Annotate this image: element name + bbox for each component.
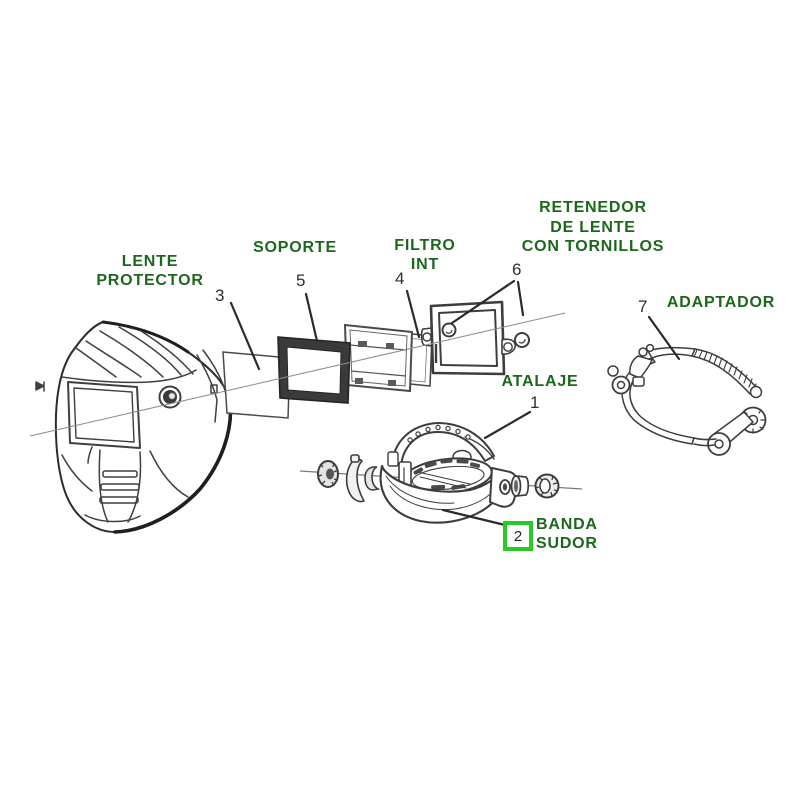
part-number-3: 3 <box>215 286 225 305</box>
label-adaptador: ADAPTADOR <box>666 294 776 311</box>
label-banda-sudor: BANDA SUDOR <box>536 516 598 552</box>
label-soporte: SOPORTE <box>253 239 337 256</box>
headgear-left-bracket <box>345 454 365 503</box>
part-number-6: 6 <box>512 260 522 279</box>
retenedor-frame <box>420 300 516 376</box>
label-lente-protector: LENTE PROTECTOR <box>96 253 204 289</box>
label-atalaje: ATALAJE <box>501 373 579 390</box>
soporte-back-frame <box>343 323 414 393</box>
loose-screw <box>514 332 530 348</box>
headgear-body <box>379 422 525 524</box>
helmet-drawing <box>35 320 233 534</box>
leader-lines <box>229 279 681 527</box>
headgear-right-knob <box>534 473 560 499</box>
headgear-bushing <box>510 475 530 497</box>
lente-protector-sheet <box>222 351 291 419</box>
part-number-1: 1 <box>530 393 540 412</box>
lens-axis-line <box>29 312 566 437</box>
part-number-2: 2 <box>513 527 523 545</box>
highlighted-part-box[interactable]: 2 <box>503 521 533 551</box>
adaptador-drawing <box>607 343 767 456</box>
part-number-7: 7 <box>638 297 648 316</box>
headgear-c-clip <box>364 466 381 491</box>
soporte-dark-frame <box>277 336 351 404</box>
label-retenedor: RETENEDOR DE LENTE CON TORNILLOS <box>521 199 665 255</box>
label-filtro-int: FILTRO INT <box>394 237 456 273</box>
part-number-4: 4 <box>395 269 405 288</box>
part-number-5: 5 <box>296 271 306 290</box>
headgear-left-knob <box>317 460 339 488</box>
